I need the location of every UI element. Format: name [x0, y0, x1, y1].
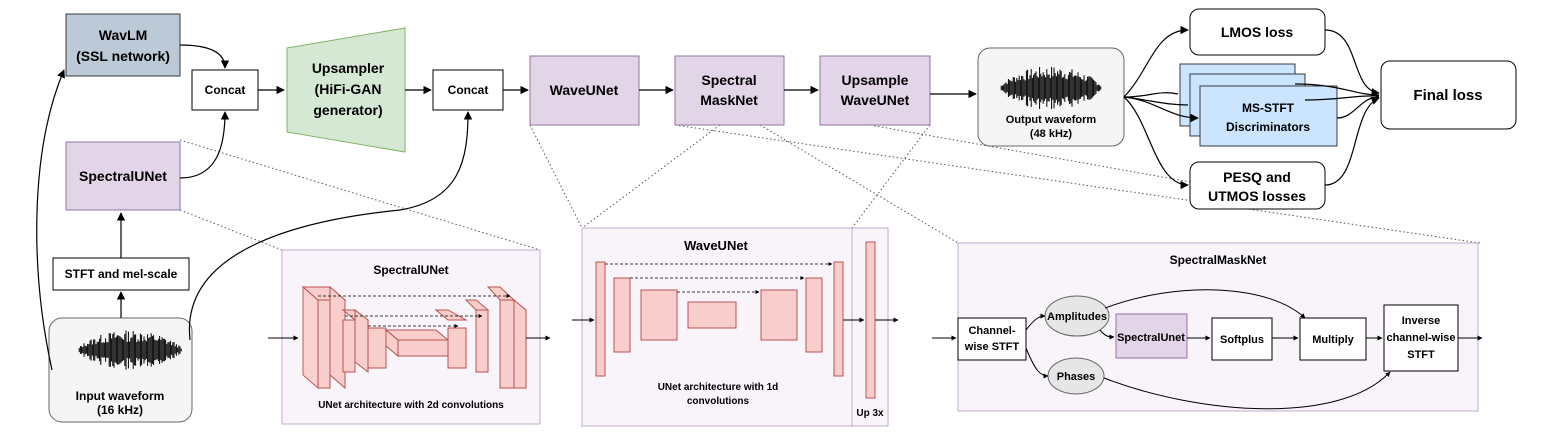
inverse-stft-label-1: Inverse	[1402, 315, 1441, 327]
phases-label: Phases	[1057, 371, 1096, 383]
concat1-label: Concat	[205, 83, 246, 97]
spectralmasknet-panel-title: SpectralMaskNet	[1170, 253, 1267, 267]
spectralmasknet-panel: SpectralMaskNet Channel- wise STFT Ampli…	[932, 242, 1483, 412]
spectralunet-skip-connections	[318, 294, 511, 328]
spectralunet-node: SpectralUNet	[65, 141, 181, 211]
inverse-stft-label-3: STFT	[1407, 349, 1435, 361]
input-waveform-label-1: Input waveform	[76, 389, 165, 403]
waveunet-panel: WaveUNet UNet architecture with 1d convo…	[572, 227, 899, 427]
spectralunet-conv-blocks	[301, 285, 527, 390]
msstft-node: MS-STFT Discriminators	[1179, 63, 1338, 147]
inverse-stft-label-2: channel-wise	[1386, 332, 1455, 344]
input-waveform-node: Input waveform (16 kHz)	[48, 317, 193, 423]
softplus-label: Softplus	[1220, 334, 1264, 346]
channel-stft-box	[957, 317, 1027, 361]
spectralunet-panel-caption: UNet architecture with 2d convolutions	[318, 400, 504, 411]
spectralmasknet-arrows	[932, 289, 1483, 410]
output-waveform-icon	[1000, 67, 1102, 109]
pesq-utmos-label-1: PESQ and	[1223, 169, 1291, 185]
spectral-masknet-label-1: Spectral	[701, 72, 756, 88]
waveunet-panel-title: WaveUNet	[684, 238, 748, 253]
softplus-box	[1211, 317, 1273, 361]
waveunet-conv-blocks	[595, 241, 876, 399]
channel-stft-label-1: Channel-	[968, 325, 1015, 337]
main-arrows	[36, 25, 1380, 371]
waveunet-skip-connections	[605, 262, 833, 294]
spectralunet-label: SpectralUNet	[79, 168, 167, 184]
concat1-node: Concat	[191, 69, 259, 111]
waveunet-label: WaveUNet	[550, 82, 619, 98]
lmos-loss-node: LMOS loss	[1189, 8, 1326, 56]
waveunet-panel-caption-2: convolutions	[687, 396, 750, 407]
masknet-spectralunet-box	[1115, 313, 1188, 359]
pesq-utmos-node: PESQ and UTMOS losses	[1189, 161, 1326, 210]
upsampler-node: Upsampler (HiFi-GAN generator)	[286, 27, 406, 153]
wavlm-node: WavLM (SSL network)	[65, 13, 181, 77]
output-waveform-node: Output waveform (48 kHz)	[977, 47, 1125, 147]
input-waveform-label-2: (16 kHz)	[97, 403, 143, 417]
wavlm-label-2: (SSL network)	[76, 48, 170, 64]
output-waveform-label-2: (48 kHz)	[1030, 128, 1073, 140]
masknet-spectralunet-label: SpectralUnet	[1117, 332, 1185, 344]
concat2-label: Concat	[448, 83, 489, 97]
stft-mel-label: STFT and mel-scale	[65, 267, 178, 281]
stft-mel-node: STFT and mel-scale	[52, 257, 190, 291]
concat2-node: Concat	[432, 69, 504, 111]
inverse-stft-box	[1383, 304, 1459, 372]
pesq-utmos-label-2: UTMOS losses	[1208, 188, 1306, 204]
waveunet-node: WaveUNet	[529, 55, 640, 126]
upsampler-label-3: generator)	[313, 102, 382, 118]
upsample-waveunet-label-1: Upsample	[842, 72, 909, 88]
lmos-loss-label: LMOS loss	[1221, 24, 1294, 40]
spectral-masknet-node: Spectral MaskNet	[674, 55, 785, 126]
waveunet-panel-caption-1: UNet architecture with 1d	[658, 382, 779, 393]
input-waveform-icon	[78, 330, 182, 370]
amplitudes-label: Amplitudes	[1047, 311, 1107, 323]
spectral-masknet-label-2: MaskNet	[700, 92, 758, 108]
wavlm-label-1: WavLM	[99, 27, 147, 43]
msstft-label-1: MS-STFT	[1242, 101, 1295, 115]
spectralunet-panel: SpectralUNet	[268, 249, 551, 425]
upsample-waveunet-node: Upsample WaveUNet	[819, 55, 931, 126]
output-waveform-label-1: Output waveform	[1006, 114, 1097, 126]
final-loss-label: Final loss	[1413, 87, 1482, 104]
msstft-label-2: Discriminators	[1226, 120, 1310, 134]
upsampler-label-1: Upsampler	[312, 60, 385, 76]
waveunet-upsample-label: Up 3x	[856, 408, 884, 419]
multiply-label: Multiply	[1312, 334, 1354, 346]
upsampler-label-2: (HiFi-GAN	[315, 81, 382, 97]
spectralunet-panel-title: SpectralUNet	[373, 263, 448, 277]
multiply-box	[1299, 317, 1367, 361]
final-loss-node: Final loss	[1380, 60, 1517, 130]
upsample-waveunet-label-2: WaveUNet	[841, 92, 910, 108]
channel-stft-label-2: wise STFT	[964, 341, 1020, 353]
